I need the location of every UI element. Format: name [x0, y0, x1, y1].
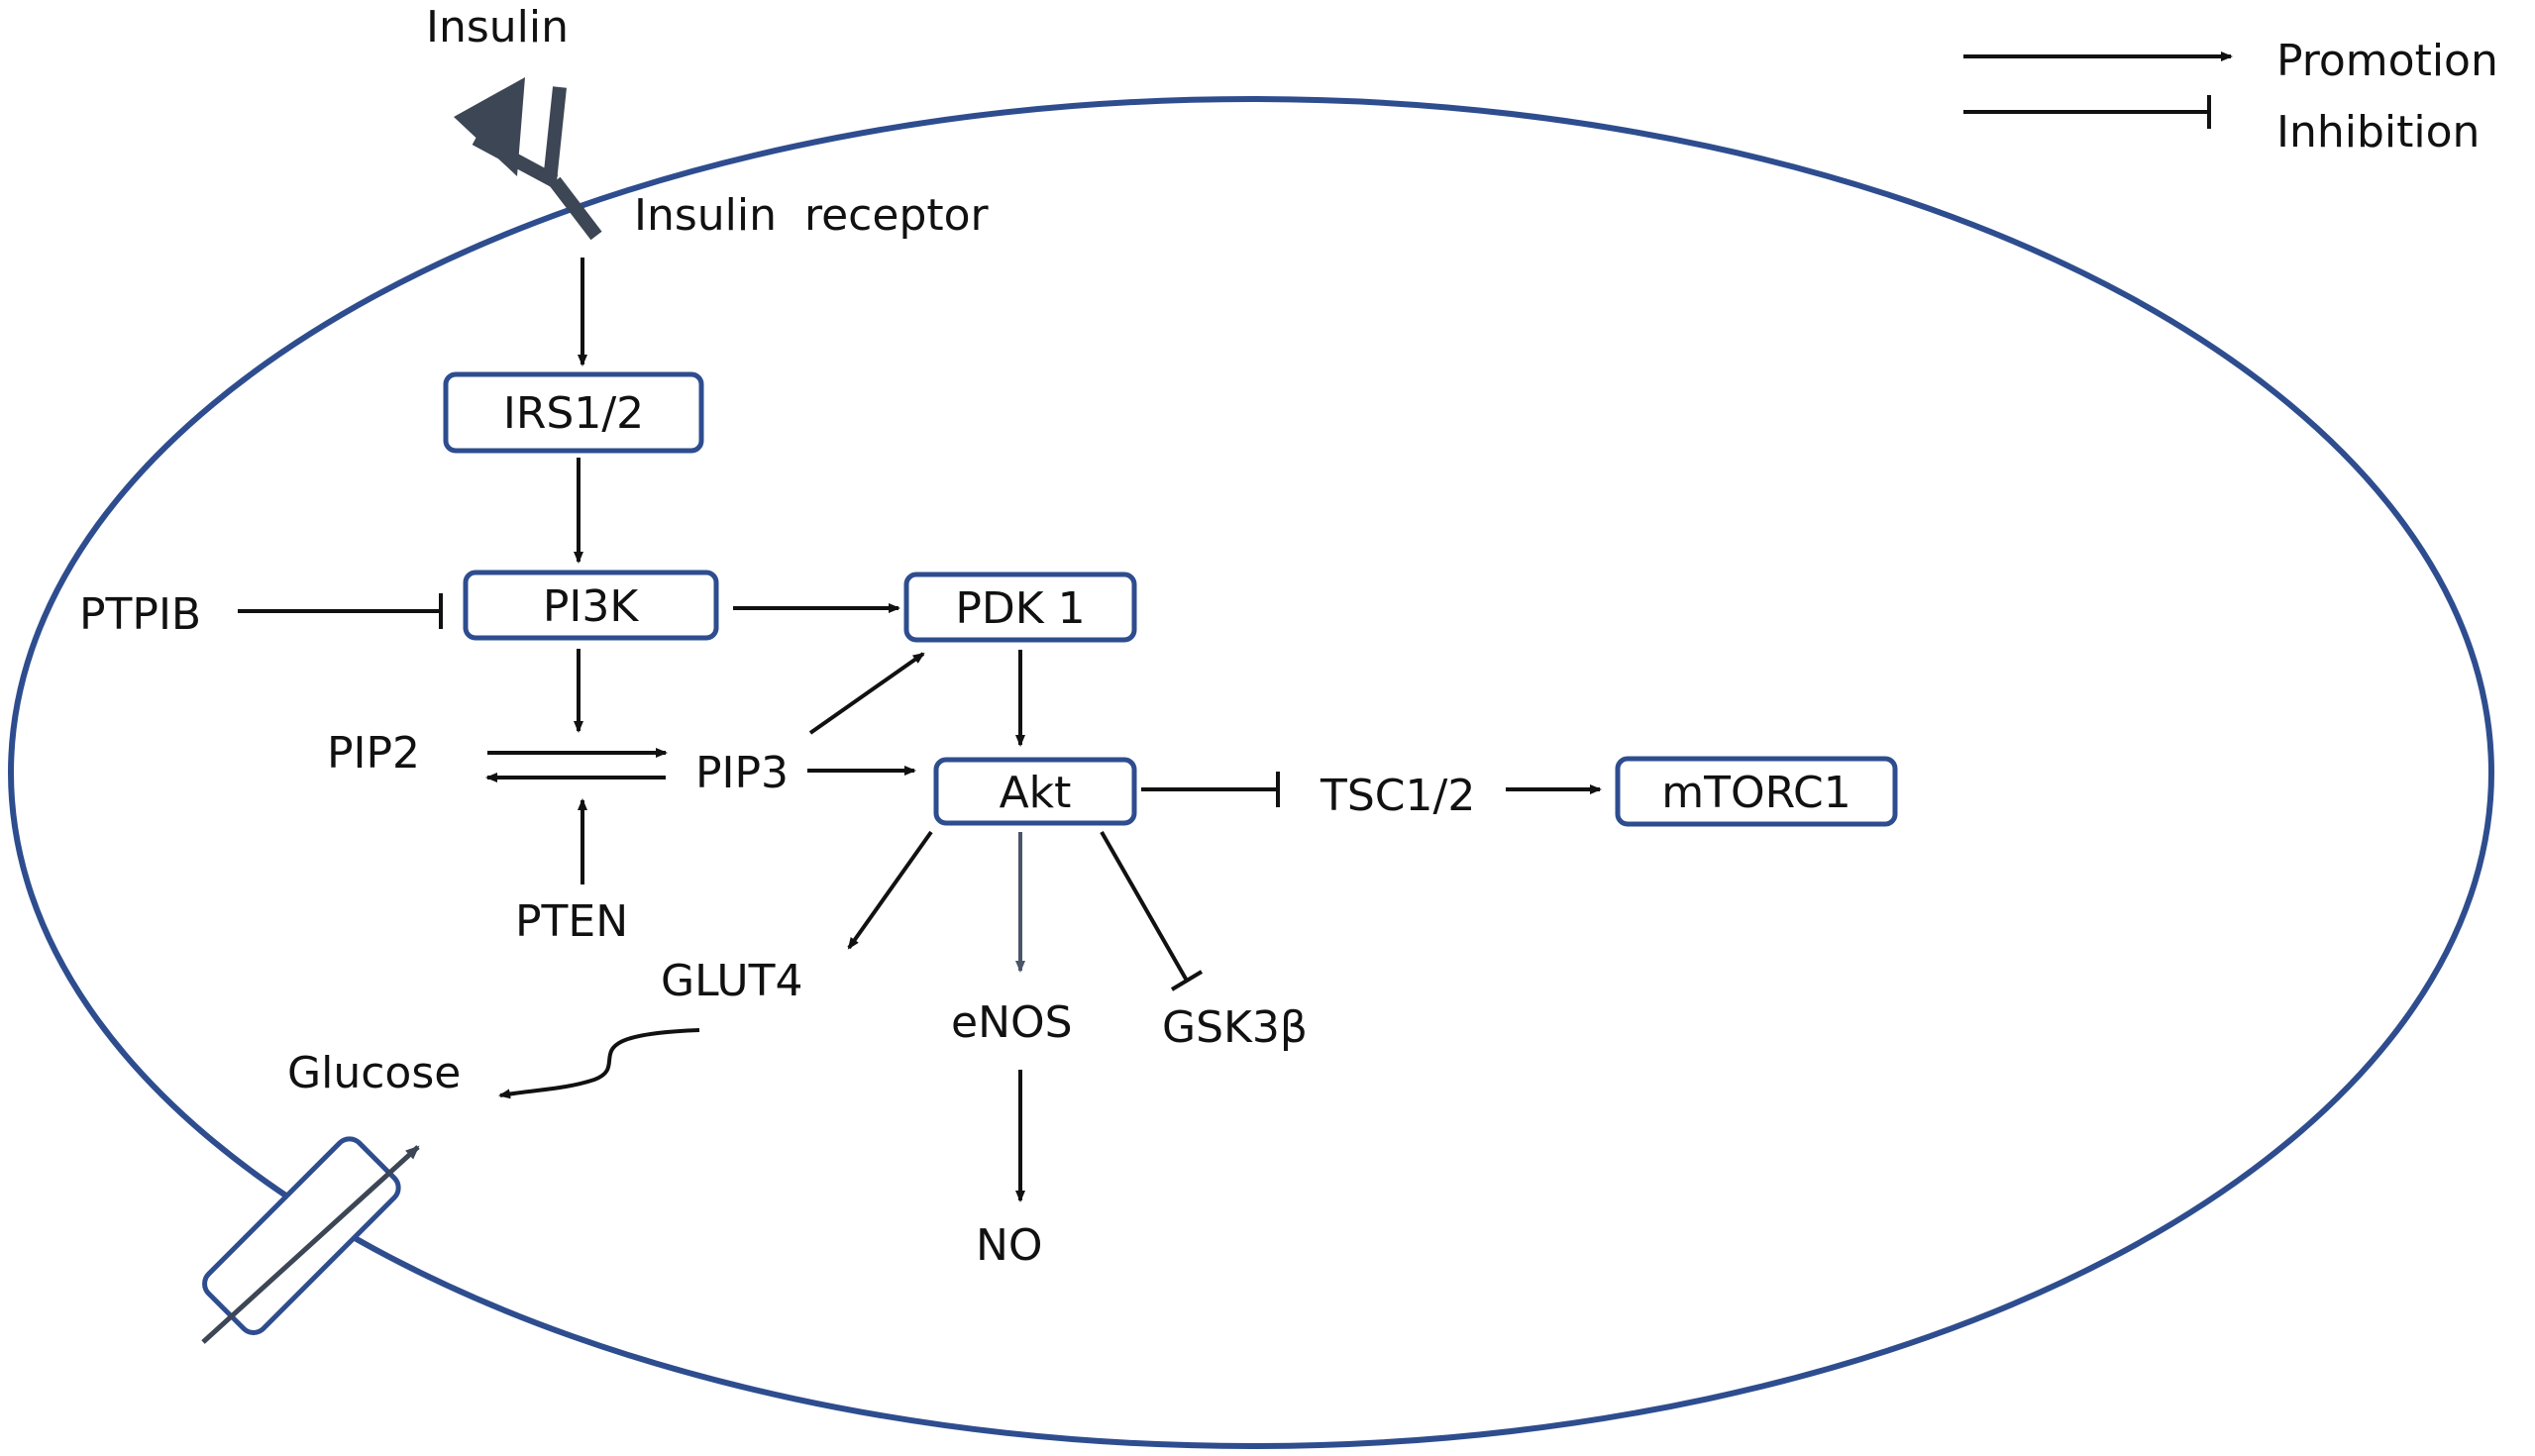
- glucose-transporter-icon: [201, 1136, 420, 1344]
- tsc-label: TSC1/2: [1320, 771, 1475, 821]
- pi3k-box: PI3K: [463, 570, 719, 641]
- cell-membrane: [8, 96, 2494, 1449]
- akt-to-glut4-arrow: [847, 830, 933, 950]
- pdk1-box: PDK 1: [903, 572, 1137, 643]
- akt-inhibits-gsk3b-line: [1100, 831, 1189, 982]
- pten-label: PTEN: [515, 896, 628, 947]
- irs-box-label: IRS1/2: [503, 388, 644, 439]
- insulin-receptor-icon: [454, 77, 602, 241]
- akt-box: Akt: [933, 757, 1137, 826]
- pip3-to-pdk1-arrow: [808, 652, 925, 735]
- glut4-to-glucose-arrow: [498, 1028, 700, 1099]
- legend-inhibition-label: Inhibition: [2276, 107, 2480, 157]
- pip2-label: PIP2: [327, 728, 420, 779]
- mtorc1-box: mTORC1: [1615, 756, 1898, 827]
- insulin-receptor-label: Insulin receptor: [634, 190, 990, 241]
- ptpib-label: PTPIB: [79, 589, 201, 640]
- pdk1-box-label: PDK 1: [955, 583, 1085, 634]
- pathway-arrows: [485, 258, 1602, 1202]
- legend-promotion-label: Promotion: [2276, 36, 2498, 86]
- gsk3b-label: GSK3β: [1162, 1002, 1308, 1053]
- glucose-label: Glucose: [287, 1048, 461, 1098]
- no-label: NO: [976, 1220, 1043, 1271]
- pip3-label: PIP3: [695, 748, 789, 798]
- pi3k-box-label: PI3K: [543, 581, 640, 632]
- glut4-label: GLUT4: [661, 956, 803, 1006]
- mtorc1-box-label: mTORC1: [1661, 768, 1850, 818]
- akt-box-label: Akt: [1000, 768, 1072, 818]
- insulin-label: Insulin: [426, 2, 569, 52]
- inhibition-lines: [238, 593, 1280, 991]
- enos-label: eNOS: [951, 997, 1073, 1048]
- akt-inhibits-gsk3b-bar: [1170, 970, 1204, 991]
- legend: Promotion Inhibition: [1963, 36, 2498, 157]
- irs-box: IRS1/2: [443, 371, 704, 454]
